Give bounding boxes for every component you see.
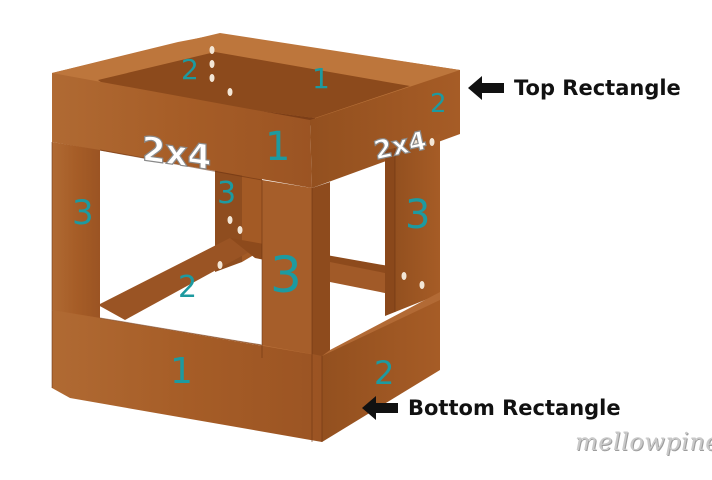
board-size-label-front: 2x4 bbox=[142, 129, 211, 179]
arrow-left-icon bbox=[362, 396, 398, 420]
part-number-back-right-post: 3 bbox=[405, 192, 430, 238]
right-bottom-rail-top bbox=[322, 292, 440, 356]
front-left-post bbox=[52, 142, 100, 330]
front-bottom-rail bbox=[52, 310, 322, 442]
inner-bottom-rail-left bbox=[98, 238, 260, 320]
back-right-post-front bbox=[385, 148, 395, 316]
pocket-holes bbox=[209, 46, 435, 289]
joint-lines bbox=[51, 142, 396, 442]
part-number-back-left-top: 2 bbox=[181, 53, 199, 86]
front-right-post-side bbox=[312, 182, 330, 370]
back-right-post bbox=[395, 134, 440, 312]
bottom-rectangle-callout: Bottom Rectangle bbox=[362, 396, 621, 420]
front-right-post bbox=[262, 180, 312, 370]
bottom-rectangle-label: Bottom Rectangle bbox=[408, 396, 621, 420]
part-number-front-right-post: 3 bbox=[270, 246, 302, 304]
part-number-labels: 2 1 2 1 3 3 3 3 2 1 2 bbox=[72, 53, 447, 392]
right-bottom-rail bbox=[322, 296, 440, 442]
top-rectangle-label: Top Rectangle bbox=[514, 76, 681, 100]
part-number-front-left-post: 3 bbox=[72, 193, 94, 233]
front-top-rail bbox=[52, 73, 312, 188]
right-top-rail bbox=[310, 70, 460, 188]
part-number-inner-back-post: 3 bbox=[217, 176, 236, 211]
part-number-back-top: 1 bbox=[312, 62, 330, 95]
top-rectangle-callout: Top Rectangle bbox=[468, 76, 681, 100]
top-opening bbox=[98, 52, 410, 118]
part-number-front-bottom-rail: 1 bbox=[170, 351, 193, 392]
part-number-right-top: 2 bbox=[430, 89, 447, 119]
part-number-right-bottom-rail: 2 bbox=[374, 354, 394, 392]
part-number-inner-bottom-rail: 2 bbox=[178, 270, 197, 305]
arrow-left-icon bbox=[468, 76, 504, 100]
part-number-front-top: 1 bbox=[265, 124, 290, 170]
watermark: mellowpine bbox=[575, 428, 712, 456]
